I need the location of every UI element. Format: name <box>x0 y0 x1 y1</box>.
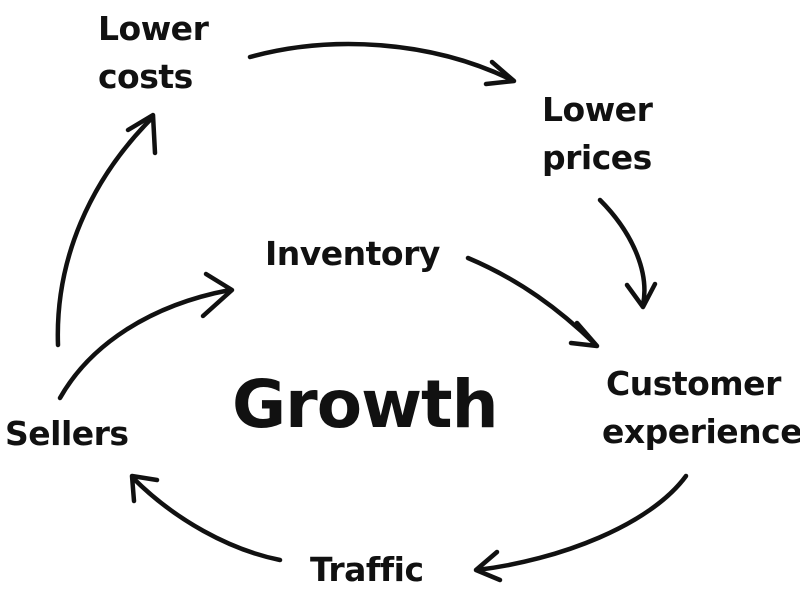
arrow-lower-prices-to-customer-experience <box>597 197 658 310</box>
center-title-growth: Growth <box>232 366 499 443</box>
node-inventory-label: Inventory <box>265 234 440 273</box>
node-lower-costs-line2: costs <box>98 57 193 96</box>
node-customer-experience: Customer experience <box>602 360 800 456</box>
node-sellers: Sellers <box>5 410 129 458</box>
arrow-traffic-to-sellers <box>129 473 283 563</box>
node-sellers-label: Sellers <box>5 414 129 453</box>
node-customer-experience-line2: experience <box>602 412 800 451</box>
node-inventory: Inventory <box>265 230 440 278</box>
node-traffic-label: Traffic <box>310 550 424 589</box>
arrow-sellers-to-inventory <box>57 271 235 401</box>
node-lower-prices-line2: prices <box>542 138 652 177</box>
node-customer-experience-line1: Customer <box>606 364 781 403</box>
node-lower-prices-line1: Lower <box>542 90 653 129</box>
arrow-inventory-to-customer-experience <box>465 255 600 349</box>
arrow-lower-costs-to-lower-prices <box>247 41 517 87</box>
arrow-customer-experience-to-traffic <box>473 473 689 583</box>
arrow-sellers-to-lower-costs <box>55 112 158 348</box>
node-lower-costs-line1: Lower <box>98 9 209 48</box>
node-lower-costs: Lower costs <box>98 5 209 101</box>
node-lower-prices: Lower prices <box>542 86 653 182</box>
node-traffic: Traffic <box>310 546 424 594</box>
